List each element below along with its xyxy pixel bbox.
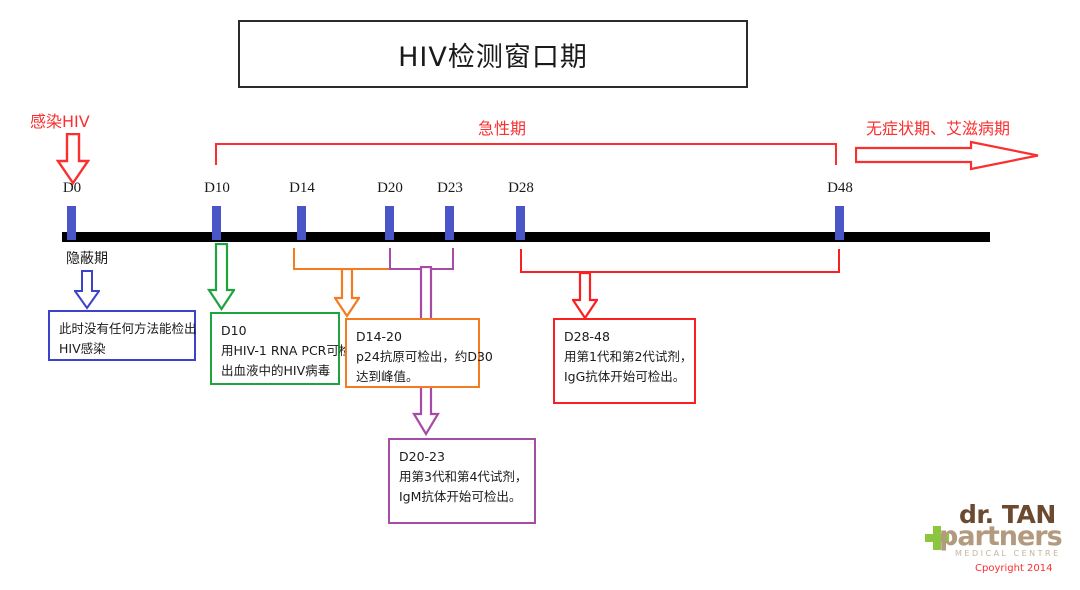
latent-line-2: HIV感染 bbox=[59, 341, 106, 356]
latent-phase-label: 隐蔽期 bbox=[66, 251, 108, 267]
tick-label-d48: D48 bbox=[827, 180, 853, 196]
tick-d0 bbox=[67, 206, 76, 240]
d14-20-arrow-icon bbox=[334, 268, 360, 318]
d28-48-bracket bbox=[520, 249, 840, 273]
d20-23-line-3: IgM抗体开始可检出。 bbox=[399, 489, 522, 504]
tick-label-d14: D14 bbox=[289, 180, 315, 196]
asymptomatic-aids-label: 无症状期、艾滋病期 bbox=[866, 119, 1011, 138]
tick-d10 bbox=[212, 206, 221, 240]
d28-48-info-box: D28-48 用第1代和第2代试剂， IgG抗体开始可检出。 bbox=[553, 318, 696, 404]
d14-20-line-3: 达到峰值。 bbox=[356, 369, 419, 384]
tick-d14 bbox=[297, 206, 306, 240]
d20-23-line-1: D20-23 bbox=[399, 449, 445, 464]
tick-label-d23: D23 bbox=[437, 180, 463, 196]
tick-label-d0: D0 bbox=[62, 180, 82, 196]
d14-20-line-1: D14-20 bbox=[356, 329, 402, 344]
latent-info-box: 此时没有任何方法能检出 HIV感染 bbox=[48, 310, 197, 361]
d14-20-info-box: D14-20 p24抗原可检出，约D30 达到峰值。 bbox=[345, 318, 493, 388]
logo-line-2: partners bbox=[939, 521, 1063, 552]
d28-48-line-1: D28-48 bbox=[564, 329, 610, 344]
page-title: HIV检测窗口期 bbox=[398, 41, 588, 73]
d10-arrow-icon bbox=[207, 243, 235, 311]
d10-info-box: D10 用HIV-1 RNA PCR可检 出血液中的HIV病毒 bbox=[210, 312, 352, 385]
d20-23-info-box: D20-23 用第3代和第4代试剂， IgM抗体开始可检出。 bbox=[388, 438, 536, 524]
tick-d23 bbox=[445, 206, 454, 240]
infection-label: 感染HIV bbox=[30, 112, 90, 131]
tick-label-d20: D20 bbox=[377, 180, 403, 196]
timeline-bar bbox=[62, 232, 990, 242]
d14-20-line-2: p24抗原可检出，约D30 bbox=[356, 349, 493, 364]
tick-d28 bbox=[516, 206, 525, 240]
infection-arrow-icon bbox=[56, 133, 90, 185]
asymptomatic-aids-arrow-icon bbox=[855, 140, 1039, 171]
d10-line-2: 用HIV-1 RNA PCR可检 bbox=[221, 343, 352, 358]
d10-line-3: 出血液中的HIV病毒 bbox=[221, 363, 331, 378]
d28-48-line-3: IgG抗体开始可检出。 bbox=[564, 369, 686, 384]
acute-phase-label: 急性期 bbox=[478, 119, 527, 138]
latent-line-1: 此时没有任何方法能检出 bbox=[59, 321, 197, 336]
tick-d48 bbox=[835, 206, 844, 240]
acute-phase-bracket bbox=[215, 143, 837, 165]
tick-label-d10: D10 bbox=[204, 180, 230, 196]
copyright-text: Cpoyright 2014 bbox=[975, 563, 1053, 574]
tick-d20 bbox=[385, 206, 394, 240]
latent-phase-arrow-icon bbox=[74, 270, 100, 310]
medical-cross-icon bbox=[925, 526, 949, 550]
logo: dr. TAN partners MEDICAL CENTRE Cpoyrigh… bbox=[925, 500, 1070, 580]
d14-20-bracket bbox=[293, 248, 391, 270]
d28-48-arrow-icon bbox=[572, 272, 598, 320]
d20-23-line-2: 用第3代和第4代试剂， bbox=[399, 469, 528, 484]
tick-label-d28: D28 bbox=[508, 180, 534, 196]
d10-line-1: D10 bbox=[221, 323, 247, 338]
logo-subtitle: MEDICAL CENTRE bbox=[955, 549, 1061, 558]
title-box: HIV检测窗口期 bbox=[238, 20, 748, 88]
logo-line-1: dr. TAN bbox=[959, 500, 1056, 529]
d28-48-line-2: 用第1代和第2代试剂， bbox=[564, 349, 693, 364]
